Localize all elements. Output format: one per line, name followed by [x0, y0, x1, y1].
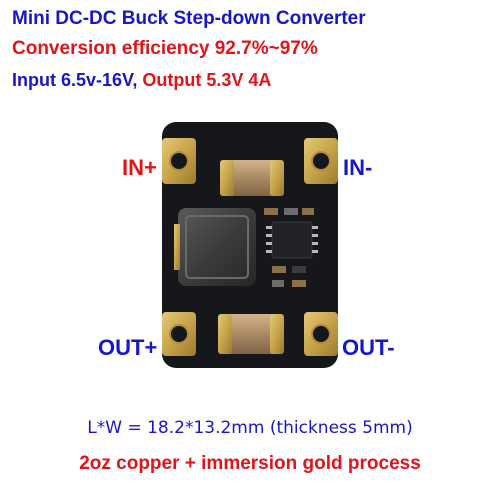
input-capacitor [220, 160, 284, 196]
smd-components [264, 208, 314, 287]
out-minus-label: OUT- [342, 335, 395, 360]
output-capacitor [218, 314, 284, 354]
in-plus-hole [169, 151, 189, 171]
pcb-board-image [162, 122, 338, 368]
process-text: 2oz copper + immersion gold process [79, 453, 421, 474]
io-spec: Input 6.5v-16V, Output 5.3V 4A [12, 70, 271, 91]
in-minus-label: IN- [343, 155, 373, 180]
product-title: Mini DC-DC Buck Step-down Converter [12, 8, 366, 29]
inductor [178, 208, 256, 286]
out-plus-label: OUT+ [98, 335, 158, 360]
dimensions-text: L*W = 18.2*13.2mm (thickness 5mm) [87, 418, 413, 438]
output-spec: Output 5.3V 4A [142, 70, 272, 90]
out-plus-hole [169, 324, 189, 344]
in-plus-label: IN+ [122, 155, 157, 180]
out-minus-hole [311, 324, 331, 344]
in-minus-hole [311, 151, 331, 171]
regulator-ic [271, 221, 313, 259]
efficiency-text: Conversion efficiency 92.7%~97% [12, 38, 318, 59]
input-spec: Input 6.5v-16V, [12, 70, 138, 90]
